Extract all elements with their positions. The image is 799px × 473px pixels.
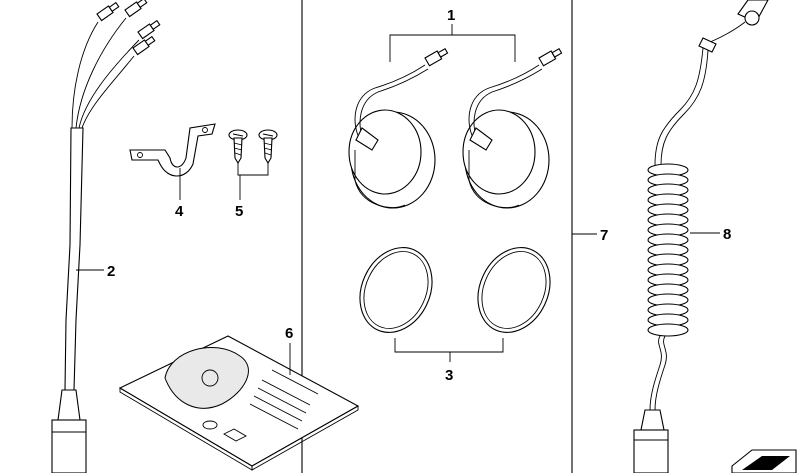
callout-5: 5: [235, 203, 243, 220]
cover-right: [477, 247, 551, 333]
corner-symbol-icon: [731, 449, 797, 473]
coiled-cable: [633, 0, 769, 473]
instruction-booklet: [118, 335, 360, 471]
callout-1: 1: [447, 7, 455, 24]
leader-3: [394, 338, 504, 362]
callout-8: 8: [723, 226, 731, 243]
leader-1: [389, 24, 516, 62]
leader-5: [237, 163, 269, 200]
cover-left: [359, 247, 433, 333]
mounting-bracket: [129, 123, 216, 177]
sensor-left: [348, 47, 449, 209]
screws: [228, 129, 278, 165]
wiring-harness: [51, 0, 161, 473]
callout-2: 2: [107, 263, 115, 280]
callout-7: 7: [600, 227, 608, 244]
callout-4: 4: [175, 203, 184, 220]
callout-3: 3: [445, 367, 453, 384]
sensor-right: [462, 47, 563, 209]
callout-6: 6: [285, 325, 293, 342]
